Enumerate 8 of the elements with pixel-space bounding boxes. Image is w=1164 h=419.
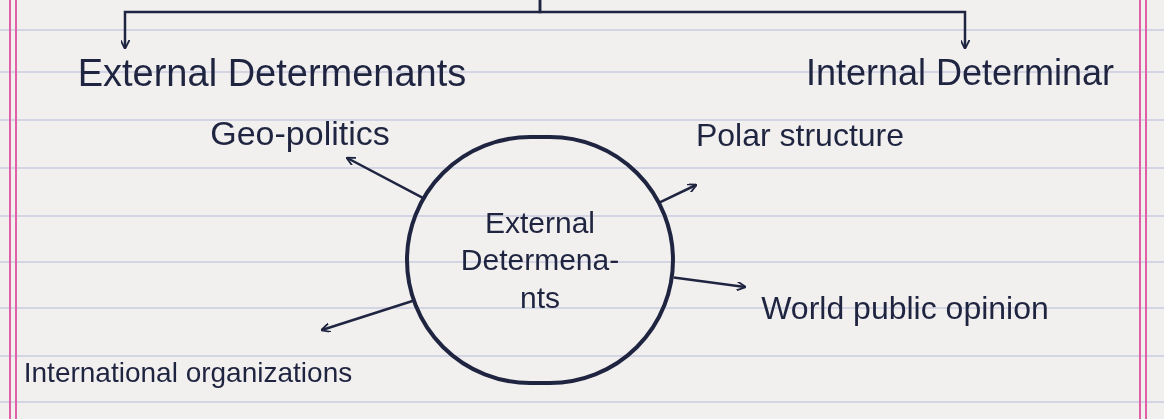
arrow <box>320 299 413 333</box>
arrow <box>345 156 424 200</box>
arrow <box>538 0 971 50</box>
heading: External Determenants <box>12 48 532 98</box>
arrow <box>673 276 747 292</box>
arrow <box>659 183 698 204</box>
topic-label: International organizations <box>18 330 358 416</box>
topic-label: World public opinion <box>745 258 1065 358</box>
